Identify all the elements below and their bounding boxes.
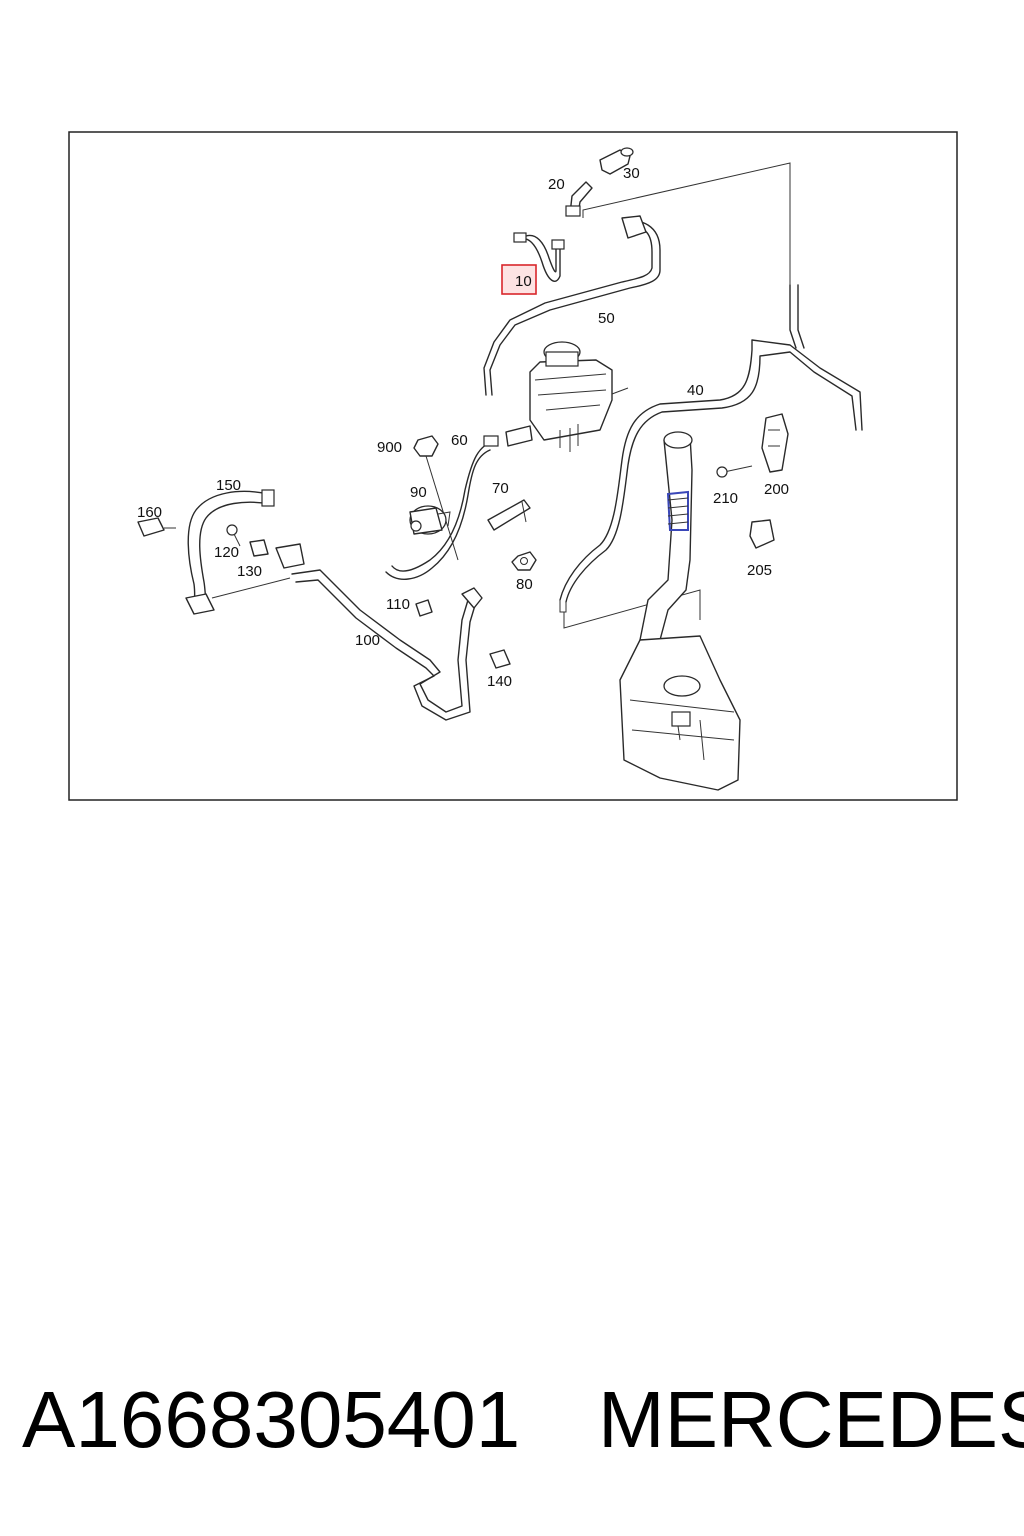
part-50-hose (483, 215, 661, 396)
part-210-bolt (716, 465, 753, 478)
label-60: 60 (451, 432, 468, 449)
part-200-bracket (761, 413, 789, 473)
label-110: 110 (386, 596, 410, 613)
part-number: A1668305401 (22, 1375, 521, 1464)
brand-name: MERCEDES (598, 1375, 1024, 1464)
part-70-bracket (487, 499, 531, 531)
part-30-connector (599, 147, 634, 175)
caption: A1668305401 MERCEDES (0, 1370, 1024, 1470)
part-140-clip (489, 649, 511, 669)
label-50: 50 (598, 310, 615, 327)
part-110-clip (415, 599, 433, 617)
highlight-box-10 (501, 264, 537, 295)
part-160-clip (137, 517, 165, 537)
diagram-frame (68, 131, 958, 801)
part-90-pump (409, 505, 451, 535)
label-10: 10 (515, 273, 532, 290)
part-130-bracket (249, 539, 305, 569)
label-160: 160 (137, 504, 162, 521)
label-130: 130 (237, 563, 262, 580)
part-40-hose (559, 284, 863, 613)
part-120-fitting (226, 524, 241, 547)
part-900-plug (413, 435, 439, 457)
parts-diagram: 10 20 30 50 40 900 60 90 70 80 150 160 1… (68, 131, 958, 801)
part-10-hose (513, 232, 565, 282)
part-205-clip (749, 519, 775, 549)
part-150-hose (185, 489, 275, 615)
label-100: 100 (355, 632, 380, 649)
expansion-tank (505, 341, 629, 452)
label-205: 205 (747, 562, 772, 579)
part-80-nut (511, 551, 537, 571)
label-900: 900 (377, 439, 402, 456)
washer-reservoir (619, 431, 741, 791)
label-70: 70 (492, 480, 509, 497)
label-20: 20 (548, 176, 565, 193)
label-200: 200 (764, 481, 789, 498)
label-210: 210 (713, 490, 738, 507)
label-120: 120 (214, 544, 239, 561)
label-80: 80 (516, 576, 533, 593)
part-20-connector (565, 181, 593, 217)
leader-top-assembly (582, 162, 791, 285)
part-100-hose (211, 569, 483, 721)
label-30: 30 (623, 165, 640, 182)
label-90: 90 (410, 484, 427, 501)
label-40: 40 (687, 382, 704, 399)
label-150: 150 (216, 477, 241, 494)
label-140: 140 (487, 673, 512, 690)
part-60-hose (385, 435, 499, 580)
